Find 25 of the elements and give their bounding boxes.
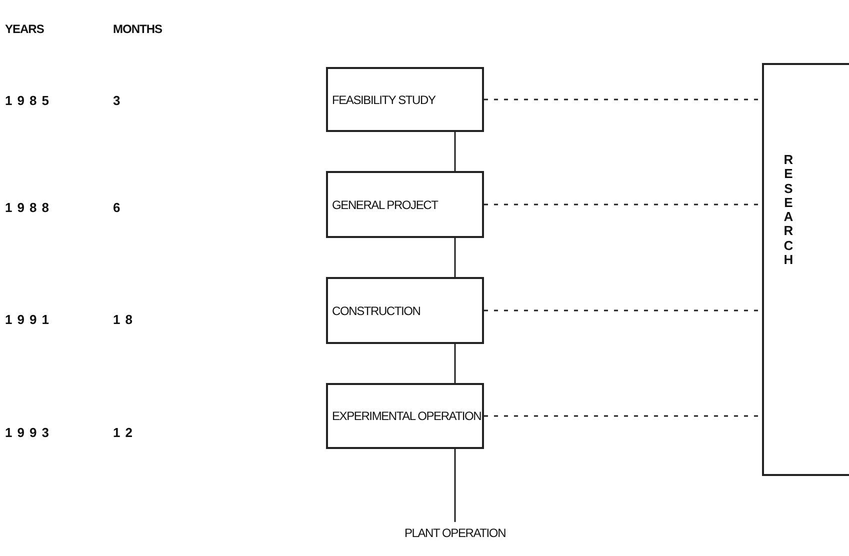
connector-line xyxy=(454,238,456,277)
month-count: 6 xyxy=(113,200,126,215)
connector-line xyxy=(454,132,456,171)
connector-line xyxy=(454,449,456,522)
year-label: 1993 xyxy=(5,425,54,440)
research-panel xyxy=(762,63,849,476)
month-count: 18 xyxy=(113,312,138,327)
month-count: 12 xyxy=(113,425,138,440)
step-label: CONSTRUCTION xyxy=(332,304,420,318)
year-label: 1991 xyxy=(5,312,54,327)
month-count: 3 xyxy=(113,93,126,108)
column-header: MONTHS xyxy=(113,22,162,36)
process-box xyxy=(326,67,484,132)
year-label: 1988 xyxy=(5,200,54,215)
process-box xyxy=(326,383,484,449)
year-label: 1985 xyxy=(5,93,54,108)
step-label: FEASIBILITY STUDY xyxy=(332,92,436,106)
step-label: GENERAL PROJECT xyxy=(332,198,438,212)
connector-line xyxy=(454,344,456,383)
vertical-title: RESEARCH xyxy=(782,153,794,268)
process-box xyxy=(326,171,484,238)
column-header: YEARS xyxy=(5,22,44,36)
output-text: PLANT OPERATION xyxy=(404,526,506,540)
step-label: EXPERIMENTAL OPERATION xyxy=(332,409,482,423)
process-box xyxy=(326,277,484,344)
